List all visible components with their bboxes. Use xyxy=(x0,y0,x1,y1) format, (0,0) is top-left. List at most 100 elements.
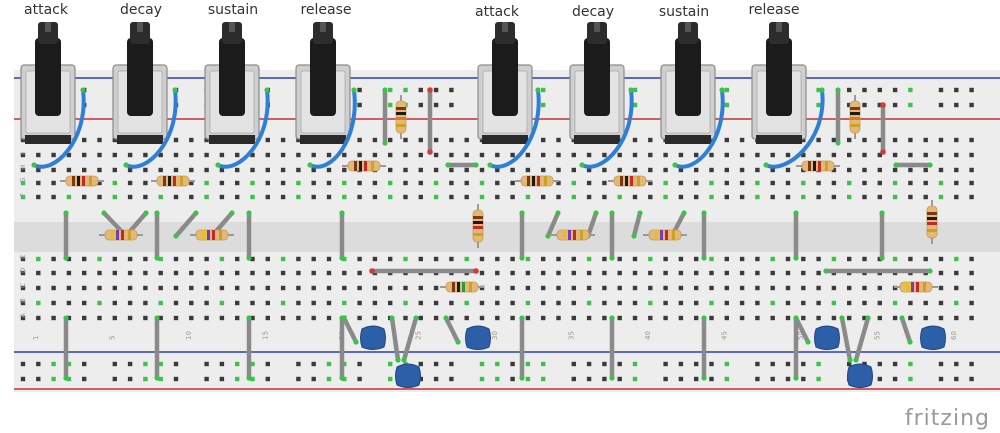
wire-end-red xyxy=(880,102,886,108)
hole xyxy=(189,270,194,276)
resistor-band xyxy=(89,176,92,186)
hole xyxy=(280,152,286,158)
wire-end xyxy=(339,375,345,381)
rail-hole xyxy=(938,102,944,108)
hole xyxy=(571,270,576,276)
hole xyxy=(525,167,531,173)
hole xyxy=(495,194,500,200)
rail-hole xyxy=(678,361,684,367)
hole xyxy=(357,256,362,262)
resistor xyxy=(796,160,840,172)
resistor-band xyxy=(72,176,75,186)
hole xyxy=(862,152,867,158)
hole xyxy=(739,167,745,173)
hole xyxy=(449,180,454,186)
hole xyxy=(388,285,393,291)
resistor-leg xyxy=(631,210,643,239)
hole xyxy=(816,194,821,200)
wire-end xyxy=(445,162,451,168)
pot-label-decay-2: decay xyxy=(571,4,615,20)
resistor xyxy=(608,175,652,187)
hole xyxy=(280,180,286,186)
hole xyxy=(464,300,469,306)
resistor xyxy=(551,229,595,241)
wire-end xyxy=(579,162,585,168)
hole xyxy=(326,194,332,200)
potentiometer xyxy=(477,22,533,144)
rail-hole xyxy=(250,361,255,367)
hole xyxy=(433,152,439,158)
rail-hole xyxy=(66,376,72,382)
blue-wire xyxy=(124,88,178,169)
hole xyxy=(755,167,760,173)
potentiometer-knob-top xyxy=(313,22,333,44)
hole xyxy=(403,180,408,186)
hole xyxy=(158,315,163,321)
rail-hole xyxy=(938,376,944,382)
rail-hole xyxy=(36,376,41,382)
hole xyxy=(908,137,913,143)
hole xyxy=(82,167,87,173)
hole xyxy=(82,256,87,262)
hole xyxy=(541,285,546,291)
hole xyxy=(877,167,882,173)
potentiometer-pins xyxy=(25,135,71,144)
hole xyxy=(831,285,837,291)
hole xyxy=(602,270,607,276)
hole xyxy=(678,194,684,200)
wire-end xyxy=(80,87,86,93)
rail-hole xyxy=(847,102,852,108)
wire-end xyxy=(101,210,107,216)
hole xyxy=(97,194,102,200)
rail-hole xyxy=(311,376,316,382)
potentiometer-shaft xyxy=(675,38,701,116)
hole xyxy=(678,167,684,173)
hole xyxy=(801,256,806,262)
wire-end xyxy=(339,255,345,261)
resistor-band xyxy=(396,124,406,127)
potentiometer-shaft xyxy=(492,38,518,116)
hole xyxy=(709,180,714,186)
hole xyxy=(280,256,286,262)
rail-hole xyxy=(908,376,913,382)
hole xyxy=(938,167,944,173)
resistor-band xyxy=(911,282,914,292)
hole xyxy=(678,180,684,186)
rail-hole xyxy=(602,361,607,367)
hole xyxy=(648,194,653,200)
hole xyxy=(296,152,301,158)
rail-hole xyxy=(525,361,531,367)
rail-hole xyxy=(326,361,332,367)
hole xyxy=(510,315,515,321)
hole xyxy=(250,270,255,276)
hole xyxy=(433,180,439,186)
hole xyxy=(158,167,163,173)
hole xyxy=(739,194,745,200)
resistor-leg xyxy=(545,210,561,239)
hole xyxy=(342,300,347,306)
hole xyxy=(877,137,882,143)
potentiometer-pins xyxy=(117,135,163,144)
hole xyxy=(632,300,638,306)
hole xyxy=(342,167,347,173)
rail-hole xyxy=(449,102,454,108)
wire-end xyxy=(835,87,841,93)
wire-end xyxy=(631,233,637,239)
hole xyxy=(433,194,439,200)
wire-end xyxy=(793,255,799,261)
rail-hole xyxy=(219,376,225,382)
potentiometer-knob-top xyxy=(222,22,242,44)
capacitor-leg xyxy=(443,315,461,345)
hole xyxy=(265,137,270,143)
potentiometer xyxy=(660,22,716,144)
rail-hole xyxy=(816,376,821,382)
hole xyxy=(235,194,240,200)
hole xyxy=(877,300,882,306)
hole xyxy=(648,137,653,143)
column-number: 1 xyxy=(32,336,40,340)
hole xyxy=(97,256,102,262)
hole xyxy=(204,300,209,306)
rail-hole xyxy=(785,376,791,382)
rail-hole xyxy=(265,376,270,382)
ceramic-capacitor xyxy=(360,325,386,350)
